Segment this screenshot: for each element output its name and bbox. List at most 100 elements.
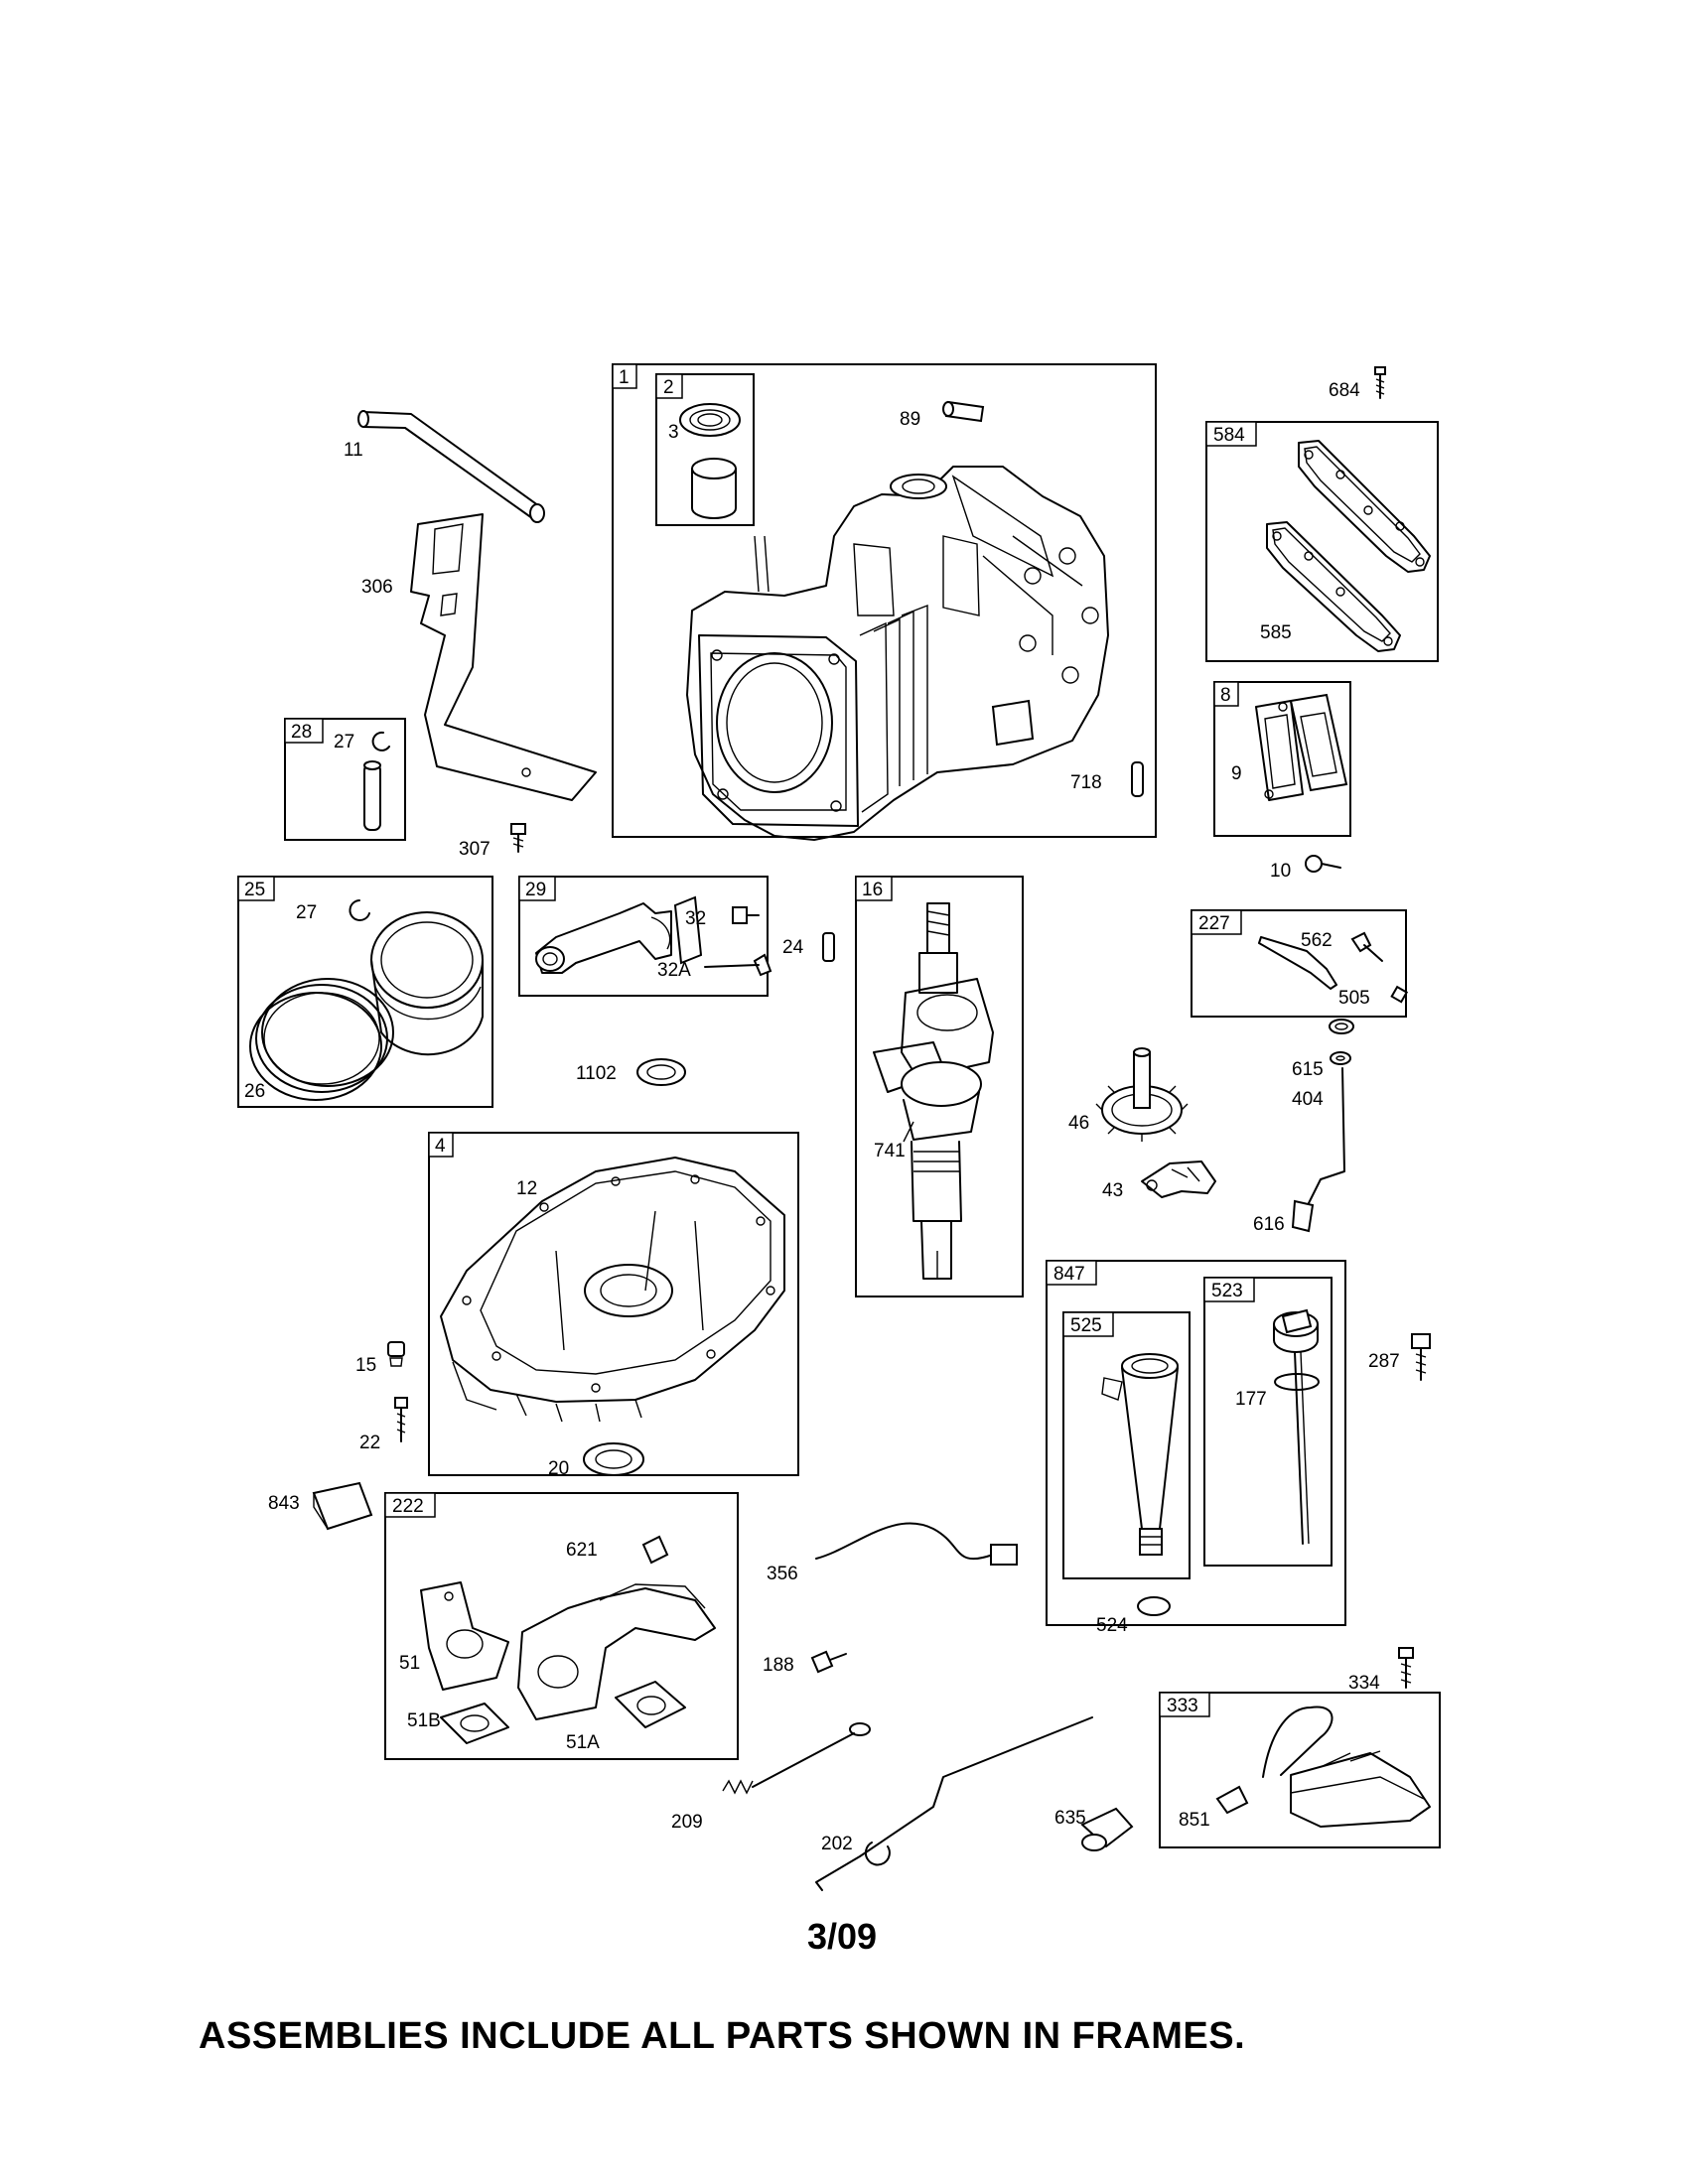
gasket-51-drawing [420,1581,509,1691]
frame-4-tag [428,1132,454,1158]
frame-523-label: 523 [1211,1281,1243,1301]
bolt-188-drawing [810,1650,847,1674]
label-843: 843 [268,1493,300,1514]
frame-2-tag [655,373,683,399]
plug-15-drawing [387,1341,405,1367]
governor-gear-46-drawing [1095,1047,1189,1142]
gasket-585-drawing [1266,521,1401,652]
dowel-24-drawing [822,932,835,962]
part-843-drawing [312,1481,373,1531]
seal-1102-drawing [636,1058,686,1086]
label-718: 718 [1070,772,1102,793]
bolt-334-drawing [1398,1647,1414,1689]
frame-584-tag [1205,421,1257,447]
crankcase-cover-4-drawing [440,1157,785,1423]
label-89: 89 [900,409,920,430]
piston-pin-28-drawing [363,731,390,831]
label-15: 15 [355,1355,376,1376]
label-524: 524 [1096,1615,1128,1636]
oil-seal-3-drawing [679,403,741,519]
frame-584 [1205,421,1439,662]
label-741: 741 [874,1141,906,1161]
label-27a: 27 [334,732,354,752]
dipstick-tube-525-drawing [1101,1353,1179,1556]
frame-227 [1191,909,1407,1018]
label-188: 188 [763,1655,794,1676]
frame-1 [612,363,1157,838]
label-51A: 51A [566,1732,600,1753]
piston-25-drawing [249,899,484,1101]
frame-584-label: 584 [1213,425,1245,446]
cylinder-block-drawing [686,466,1109,841]
label-615: 615 [1292,1059,1324,1080]
label-10: 10 [1270,861,1291,882]
frame-28-label: 28 [291,722,312,743]
label-177: 177 [1235,1389,1267,1410]
breather-tube-11-drawing [357,410,545,523]
frame-333-tag [1159,1692,1210,1717]
frame-222 [384,1492,739,1760]
dowel-pin-718-drawing [1131,761,1144,797]
label-209: 209 [671,1812,703,1833]
dipstick-523-drawing [1273,1308,1320,1545]
label-505: 505 [1338,988,1370,1009]
label-202: 202 [821,1834,853,1854]
label-851: 851 [1179,1810,1210,1831]
frame-227-tag [1191,909,1242,935]
frame-2-label: 2 [663,377,674,398]
label-621: 621 [566,1540,598,1561]
label-12: 12 [516,1178,537,1199]
frame-222-label: 222 [392,1496,424,1517]
frame-29-tag [518,876,556,901]
frame-8-tag [1213,681,1239,707]
frame-1-tag [612,363,637,389]
frame-847-tag [1046,1260,1097,1286]
gasket-584-drawing [1298,440,1431,573]
governor-shaft-616-drawing [1291,1067,1345,1233]
frame-2 [655,373,755,526]
label-585: 585 [1260,622,1292,643]
label-46: 46 [1068,1113,1089,1134]
label-356: 356 [767,1564,798,1584]
part-635-drawing [1080,1807,1134,1851]
screw-307-drawing [510,823,526,853]
label-334: 334 [1348,1673,1380,1694]
frame-847 [1046,1260,1346,1626]
frame-227-label: 227 [1198,913,1230,934]
frame-523 [1203,1277,1333,1567]
label-24: 24 [782,937,804,958]
page-number: 3/09 [806,1916,878,1957]
gasket-51b-drawing [440,1703,509,1744]
label-287: 287 [1368,1351,1400,1372]
frame-4-label: 4 [435,1136,446,1157]
frame-1-label: 1 [619,367,630,388]
frame-523-tag [1203,1277,1255,1302]
frame-8 [1213,681,1351,837]
spring-209-drawing [722,1722,871,1795]
label-3: 3 [668,422,679,443]
label-404: 404 [1292,1089,1324,1110]
label-51B: 51B [407,1710,441,1731]
label-306: 306 [361,577,393,598]
bolt-287-drawing [1411,1333,1431,1381]
label-1102: 1102 [576,1063,617,1084]
label-684: 684 [1329,380,1360,401]
label-562: 562 [1301,930,1333,951]
frame-847-label: 847 [1053,1264,1085,1285]
bolt-22-drawing [394,1397,408,1442]
label-616: 616 [1253,1214,1285,1235]
label-27b: 27 [296,902,317,923]
dowel-89-drawing [942,400,985,423]
frame-25 [237,876,493,1108]
breather-9-drawing [1255,693,1348,801]
label-51: 51 [399,1653,420,1674]
o-ring-524-drawing [1137,1596,1171,1616]
frame-525-tag [1062,1311,1114,1337]
label-9: 9 [1231,763,1242,784]
screw-10-drawing [1305,855,1341,873]
connecting-rod-29-drawing [535,895,772,977]
bolt-684-drawing [1374,366,1386,399]
gasket-51a-drawing [615,1681,686,1728]
frame-29-label: 29 [525,880,546,900]
